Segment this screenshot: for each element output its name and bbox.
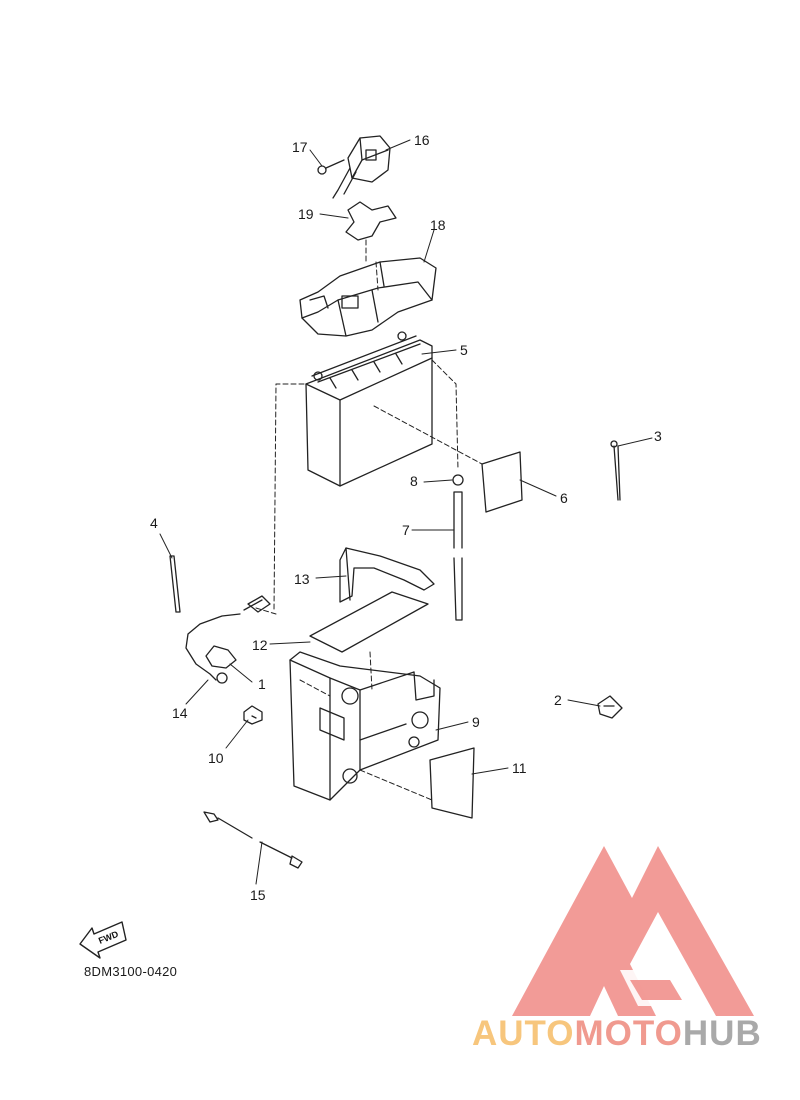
part-6-label: [481, 451, 523, 513]
callout-10: 10: [208, 750, 224, 766]
part-12-damper: [309, 591, 429, 653]
part-7-hose: [453, 491, 463, 621]
callout-8: 8: [410, 473, 418, 489]
callout-2: 2: [554, 692, 562, 708]
part-15-positive-lead: [203, 811, 303, 869]
callout-17: 17: [292, 139, 308, 155]
callout-5: 5: [460, 342, 468, 358]
part-16-relay: [332, 135, 391, 199]
part-5-battery: [305, 331, 433, 487]
callout-labels: 16 17 19 18 5 3 6 8 7 4 13 12 1 14 2 9 1…: [150, 132, 662, 903]
assembly-guides: [255, 239, 483, 801]
callout-12: 12: [252, 637, 268, 653]
watermark-word-hub: HUB: [682, 1014, 762, 1053]
part-11-seal: [429, 747, 475, 819]
part-9-battery-case: [289, 651, 441, 801]
callout-19: 19: [298, 206, 314, 222]
callout-4: 4: [150, 515, 158, 531]
watermark-word-auto: AUTO: [472, 1014, 575, 1053]
part-13-band: [339, 547, 435, 603]
part-10-bolt: [243, 705, 263, 725]
callout-6: 6: [560, 490, 568, 506]
callout-13: 13: [294, 571, 310, 587]
callout-16: 16: [414, 132, 430, 148]
part-1-terminal-cover: [205, 645, 237, 669]
part-2-clip: [597, 695, 623, 719]
part-3-band: [610, 440, 621, 501]
leader-lines: [159, 139, 653, 885]
part-14-negative-lead: [185, 595, 271, 684]
fwd-arrow-icon: FWD: [79, 921, 127, 959]
callout-1: 1: [258, 676, 266, 692]
watermark-logo-icon: [512, 846, 754, 1016]
callout-15: 15: [250, 887, 266, 903]
part-18-cover: [299, 257, 437, 337]
callout-3: 3: [654, 428, 662, 444]
callout-9: 9: [472, 714, 480, 730]
callout-14: 14: [172, 705, 188, 721]
part-17-screw: [317, 159, 345, 175]
callout-7: 7: [402, 522, 410, 538]
callout-18: 18: [430, 217, 446, 233]
part-8-joint: [452, 474, 464, 486]
watermark-text: AUTOMOTOHUB: [472, 1014, 762, 1054]
part-4-band: [169, 555, 181, 613]
watermark-word-moto: MOTO: [574, 1014, 683, 1053]
callout-11: 11: [512, 760, 527, 776]
diagram-code: 8DM3100-0420: [84, 964, 178, 979]
part-19-bracket: [345, 201, 397, 241]
